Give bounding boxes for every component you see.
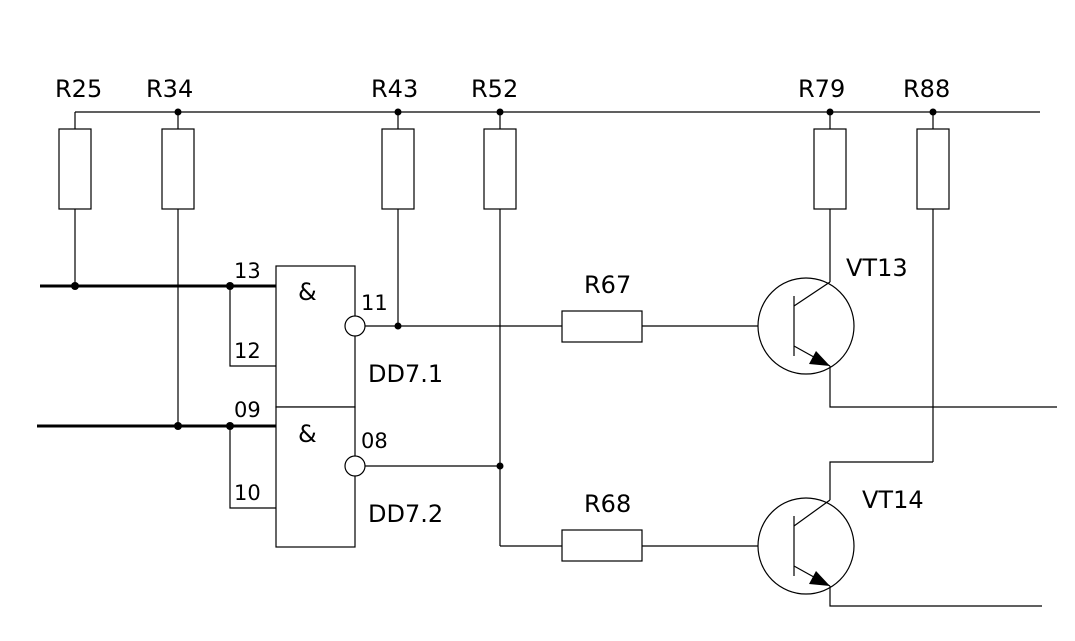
transistor-vt13-emitter-arrow [809,351,830,366]
resistor-r43: R43 [371,75,418,326]
resistor-r43-label: R43 [371,75,418,103]
resistor-r67-label: R67 [584,271,631,299]
gate-dd7-2-pin-out: 08 [361,429,388,453]
resistor-r25-label: R25 [55,75,102,103]
transistor-vt14-label: VT14 [862,486,924,514]
gate-dd7-2: & 09 10 08 DD7.2 [234,398,443,548]
gate-dd7-1-label: DD7.1 [368,360,443,388]
gate1-output-junction [394,322,402,330]
transistor-vt14: VT14 [757,461,1042,607]
resistor-r67: R67 [561,271,758,343]
resistor-r79: R79 [798,75,847,282]
gate-dd7-1-inversion-bubble [344,315,366,337]
gate-dd7-1-pin-in-b: 12 [234,339,261,363]
transistor-vt14-emitter-arrow [809,571,830,586]
gate2-output-junction [496,462,504,470]
resistor-r34-label: R34 [146,75,193,103]
transistor-vt13-label: VT13 [846,254,908,282]
gate-dd7-1-symbol: & [298,278,317,306]
gate-dd7-1-pin-out: 11 [361,291,388,315]
gate1-input-tie [229,286,276,367]
gate-dd7-1-pin-in-a: 13 [234,259,261,283]
gate-dd7-1: & 13 12 11 DD7.1 [234,259,443,408]
gate-dd7-2-pin-in-b: 10 [234,481,261,505]
gate2-input-tie [229,426,276,509]
transistor-vt13: VT13 [757,254,1057,408]
resistor-r52-label: R52 [471,75,518,103]
gate-dd7-2-pin-in-a: 09 [234,398,261,422]
resistor-r25: R25 [55,75,102,286]
resistor-r68: R68 [561,490,758,562]
gate-dd7-2-inversion-bubble [344,455,366,477]
bus-junctions [71,282,234,430]
resistor-r88: R88 [903,75,950,462]
gate-dd7-2-label: DD7.2 [368,500,443,528]
gate-dd7-2-symbol: & [298,420,317,448]
resistor-r34: R34 [146,75,195,426]
resistor-r79-label: R79 [798,75,845,103]
resistor-r88-label: R88 [903,75,950,103]
resistor-r68-label: R68 [584,490,631,518]
resistor-r52: R52 [471,75,518,546]
